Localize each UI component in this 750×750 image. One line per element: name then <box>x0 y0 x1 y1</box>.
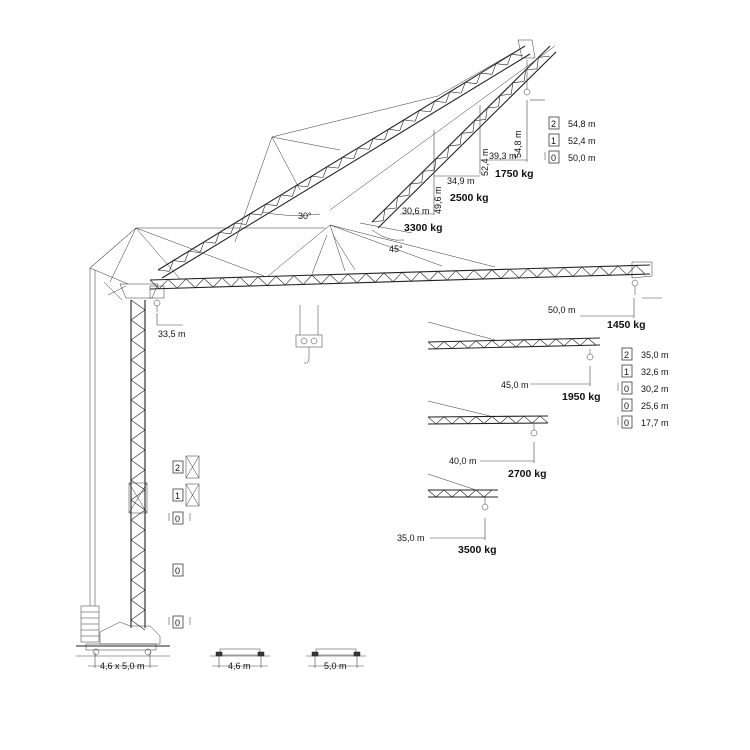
load-label-1750: 1750 kg <box>495 168 534 180</box>
steep-legend-value-1: 52,4 m <box>568 136 596 146</box>
section-marker-0b: 0 <box>175 566 180 576</box>
load-label-1950: 1950 kg <box>562 391 601 403</box>
base-dim-5-0: 5,0 m <box>324 661 347 671</box>
horiz-legend-marker-0c: 0 <box>624 418 629 428</box>
angle-30-label: 30° <box>298 211 312 221</box>
jib-variant-35: 35,0 m 3500 kg <box>397 473 498 556</box>
tower-section-markers: 2 1 0 0 0 <box>168 455 200 629</box>
steep-legend-marker-1: 1 <box>551 136 556 146</box>
base-footprint-4-6: 4,6 m <box>210 648 270 671</box>
section-marker-0c: 0 <box>175 618 180 628</box>
jib-variant-40: 40,0 m 2700 kg <box>427 400 549 480</box>
radius-label-50: 50,0 m <box>548 305 576 315</box>
horiz-legend-value-3: 25,6 m <box>641 401 669 411</box>
radius-label-35: 35,0 m <box>397 533 425 543</box>
horizontal-jib-legend: 2 35,0 m 1 32,6 m 0 30,2 m 0 25,6 m 0 17… <box>617 347 669 429</box>
steep-dimensions: 54,8 m 52,4 m 49,6 m 39,3 m 34,9 m 30,6 … <box>400 99 545 234</box>
steep-legend-marker-2: 2 <box>551 119 556 129</box>
horiz-legend-value-1: 32,6 m <box>641 367 669 377</box>
steep-jib-main <box>157 39 536 279</box>
radius-label-45: 45,0 m <box>501 380 529 390</box>
base-dim-4-6x5-0: 4,6 x 5,0 m <box>100 661 145 671</box>
jib-variant-45: 45,0 m 1950 kg <box>427 321 601 403</box>
horiz-legend-value-0: 35,0 m <box>641 350 669 360</box>
horiz-legend-value-2: 30,2 m <box>641 384 669 394</box>
base-footprint-5-0: 5,0 m <box>306 648 366 671</box>
radius-label-49-6: 49,6 m <box>433 186 443 214</box>
steep-jib-legend: 2 54,8 m 1 52,4 m 0 50,0 m <box>544 116 596 164</box>
load-label-1450: 1450 kg <box>607 319 646 331</box>
load-label-2700: 2700 kg <box>508 468 547 480</box>
radius-label-39-3: 39,3 m <box>489 151 517 161</box>
angle-45-label: 45° <box>389 244 403 254</box>
steep-legend-value-2: 50,0 m <box>568 153 596 163</box>
base-dim-4-6: 4,6 m <box>228 661 251 671</box>
horiz-legend-marker-0b: 0 <box>624 401 629 411</box>
steep-jib-secondary <box>329 45 557 234</box>
counterweight-ballast <box>80 605 100 643</box>
section-marker-1: 1 <box>175 491 180 501</box>
tower-mast <box>128 299 148 631</box>
radius-label-34-9: 34,9 m <box>447 176 475 186</box>
horiz-legend-marker-0a: 0 <box>624 384 629 394</box>
base-footprint-main: 4,6 x 5,0 m <box>76 652 170 671</box>
hook-block <box>295 305 323 364</box>
horiz-legend-marker-1: 1 <box>624 367 629 377</box>
radius-label-54-8: 54,8 m <box>513 130 523 158</box>
tower-head <box>119 283 165 312</box>
steep-legend-value-0: 54,8 m <box>568 119 596 129</box>
horizontal-jib <box>89 224 653 295</box>
counter-jib-rigging <box>89 227 137 606</box>
section-marker-0a: 0 <box>175 514 180 524</box>
section-marker-2: 2 <box>175 463 180 473</box>
load-label-3500: 3500 kg <box>458 544 497 556</box>
radius-50: 50,0 m 1450 kg <box>548 297 662 331</box>
horiz-legend-value-4: 17,7 m <box>641 418 669 428</box>
radius-label-52-4: 52,4 m <box>480 148 490 176</box>
horiz-legend-marker-2: 2 <box>624 350 629 360</box>
hook-height-dimension: 33,5 m <box>156 313 186 339</box>
load-label-3300: 3300 kg <box>404 222 443 234</box>
crane-chassis <box>76 621 170 656</box>
load-label-2500: 2500 kg <box>450 192 489 204</box>
steep-legend-marker-0: 0 <box>551 153 556 163</box>
radius-label-30-6: 30,6 m <box>402 206 430 216</box>
hook-height-label: 33,5 m <box>158 329 186 339</box>
radius-label-40: 40,0 m <box>449 456 477 466</box>
